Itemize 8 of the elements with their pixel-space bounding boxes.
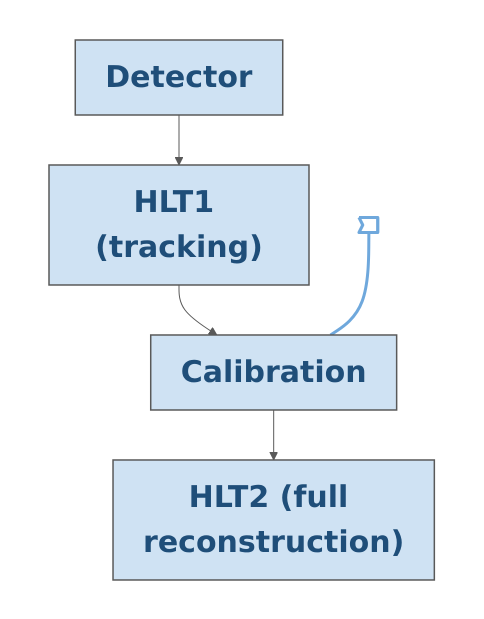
arrow: [270, 409, 278, 460]
node-box: Detector: [74, 38, 284, 116]
arrow: [178, 284, 218, 335]
arrow: [174, 114, 184, 165]
node-box: Calibration: [150, 334, 398, 410]
node-box: HLT1 (tracking): [48, 164, 310, 286]
node-box: HLT2 (full reconstruction): [112, 458, 436, 580]
connector: [330, 232, 371, 336]
